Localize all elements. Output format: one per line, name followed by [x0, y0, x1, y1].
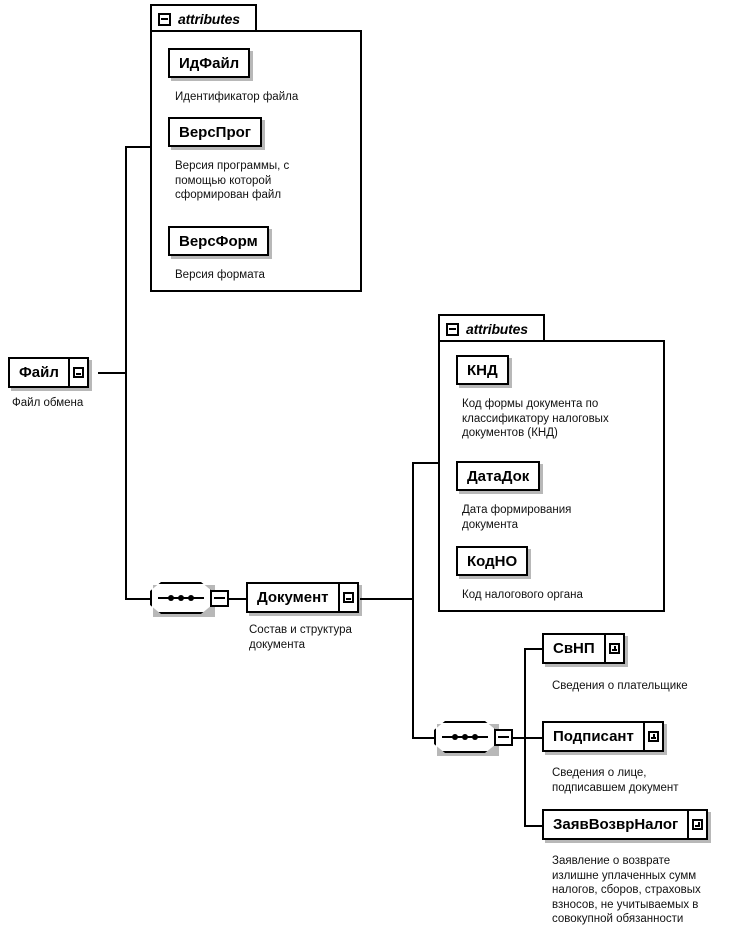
connector-document-out	[360, 598, 414, 600]
sequence-dot	[178, 595, 184, 601]
sequence-dot	[472, 734, 478, 740]
sequence-toggle-document[interactable]	[494, 728, 513, 746]
connector-file-to-attributes	[125, 146, 152, 148]
file-attributes-toggle-icon[interactable]	[158, 12, 171, 26]
element-label-zayavvozvrnalog: ЗаявВозврНалог	[542, 809, 690, 840]
element-desc-document: Состав и структура документа	[249, 624, 352, 651]
attribute-label-idfile: ИдФайл	[168, 48, 251, 78]
element-toggle-file[interactable]	[69, 357, 89, 388]
attribute-desc-kodno: Код налогового органа	[462, 589, 583, 601]
minus-icon[interactable]	[72, 367, 84, 378]
connector-file-to-sequence	[125, 598, 150, 600]
sequence-dot	[452, 734, 458, 740]
node-body[interactable]: Подписант	[542, 721, 664, 752]
connector-sequence-to-document	[228, 598, 248, 600]
element-node-podpisant[interactable]: Подписант	[542, 721, 667, 755]
attribute-label-versform: ВерсФорм	[168, 226, 269, 256]
attribute-desc-versform: Версия формата	[175, 269, 265, 281]
sequence-dot	[188, 595, 194, 601]
connector-document-to-sequence	[412, 737, 440, 739]
minus-icon[interactable]	[342, 592, 354, 603]
element-desc-svnp: Сведения о плательщике	[552, 680, 688, 692]
node-body[interactable]: СвНП	[542, 633, 625, 664]
node-body[interactable]: ВерсПрог	[168, 117, 263, 147]
file-attributes-header: attributes	[178, 11, 240, 27]
connector-to-zayavvozvrnalog	[524, 825, 544, 827]
node-body[interactable]: ИдФайл	[168, 48, 251, 78]
attribute-node-knd[interactable]: КНД	[456, 355, 512, 388]
connector-to-podpisant	[524, 737, 544, 739]
node-body[interactable]: Документ	[246, 582, 359, 613]
element-desc-file: Файл обмена	[12, 397, 84, 409]
element-desc-zayavvozvrnalog: Заявление о возврате излишне уплаченных …	[552, 855, 701, 925]
file-attributes-tab[interactable]: attributes	[150, 4, 257, 32]
sequence-dot	[168, 595, 174, 601]
attribute-label-versprog: ВерсПрог	[168, 117, 263, 147]
node-body[interactable]: ЗаявВозврНалог	[542, 809, 709, 840]
element-label-file: Файл	[8, 357, 70, 388]
element-toggle-zayavvozvrnalog[interactable]	[689, 809, 709, 840]
node-body[interactable]: КодНО	[456, 546, 529, 576]
attribute-label-kodno: КодНО	[456, 546, 529, 576]
node-body[interactable]: КНД	[456, 355, 509, 385]
connector-children-vertical	[524, 648, 526, 825]
element-node-document[interactable]: Документ	[246, 582, 362, 616]
attribute-node-versprog[interactable]: ВерсПрог	[168, 117, 266, 150]
attribute-node-kodno[interactable]: КодНО	[456, 546, 532, 579]
connector-file-out	[98, 372, 126, 374]
plus-icon[interactable]	[647, 731, 659, 742]
plus-icon[interactable]	[608, 643, 620, 654]
attribute-node-versform[interactable]: ВерсФорм	[168, 226, 272, 259]
connector-file-vertical	[125, 146, 127, 600]
element-toggle-document[interactable]	[339, 582, 359, 613]
document-attributes-header: attributes	[466, 321, 528, 337]
attribute-desc-datadok: Дата формирования документа	[462, 504, 572, 531]
element-label-svnp: СвНП	[542, 633, 606, 664]
attribute-label-knd: КНД	[456, 355, 509, 385]
connector-to-svnp	[524, 648, 544, 650]
element-node-svnp[interactable]: СвНП	[542, 633, 628, 667]
sequence-toggle-root[interactable]	[210, 589, 229, 607]
sequence-octagon-document[interactable]	[434, 721, 496, 753]
element-label-document: Документ	[246, 582, 340, 613]
connector-sequence-children-out	[512, 737, 526, 739]
sequence-dots	[452, 734, 478, 740]
connector-document-to-attributes	[412, 462, 440, 464]
attribute-node-datadok[interactable]: ДатаДок	[456, 461, 544, 494]
node-body[interactable]: ВерсФорм	[168, 226, 269, 256]
sequence-octagon-root[interactable]	[150, 582, 212, 614]
attribute-desc-idfile: Идентификатор файла	[175, 91, 299, 103]
minus-icon[interactable]	[498, 731, 509, 743]
plus-icon[interactable]	[692, 819, 704, 830]
sequence-dot	[462, 734, 468, 740]
element-desc-podpisant: Сведения о лице, подписавшем документ	[552, 767, 679, 794]
node-body[interactable]: Файл	[8, 357, 89, 388]
minus-icon[interactable]	[214, 592, 225, 604]
node-body[interactable]: ДатаДок	[456, 461, 541, 491]
attribute-desc-versprog: Версия программы, с помощью которой сфор…	[175, 160, 290, 201]
sequence-compositor-document[interactable]	[434, 721, 513, 756]
sequence-compositor-root[interactable]	[150, 582, 229, 617]
element-node-zayavvozvrnalog[interactable]: ЗаявВозврНалог	[542, 809, 712, 843]
connector-document-vertical	[412, 462, 414, 737]
document-attributes-toggle-icon[interactable]	[446, 322, 459, 336]
attribute-node-idfile[interactable]: ИдФайл	[168, 48, 254, 81]
sequence-dots	[168, 595, 194, 601]
element-label-podpisant: Подписант	[542, 721, 645, 752]
attribute-label-datadok: ДатаДок	[456, 461, 541, 491]
element-toggle-svnp[interactable]	[605, 633, 625, 664]
document-attributes-tab[interactable]: attributes	[438, 314, 545, 342]
attribute-desc-knd: Код формы документа по классификатору на…	[462, 398, 609, 439]
element-toggle-podpisant[interactable]	[644, 721, 664, 752]
element-node-file[interactable]: Файл	[8, 357, 92, 391]
